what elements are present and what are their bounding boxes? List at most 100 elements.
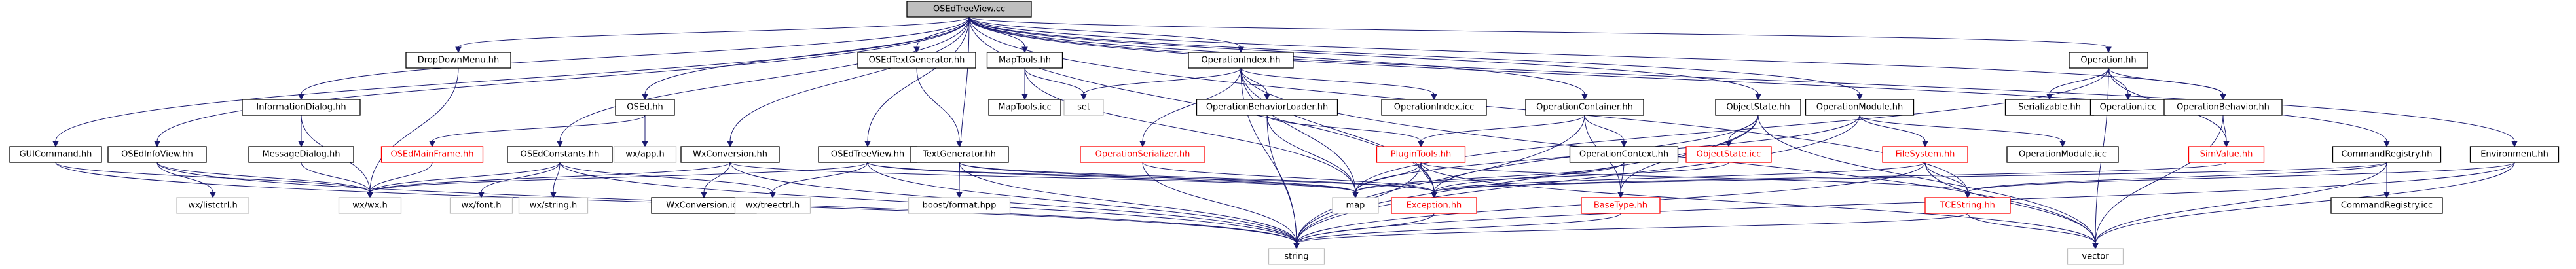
edge-line <box>1024 67 1084 95</box>
node-box <box>2006 146 2119 163</box>
edge-operationbehavior-to-simvalue <box>2222 115 2230 148</box>
node-label: OperationBehaviorLoader.hh <box>1206 103 1328 113</box>
node-tcestring[interactable]: TCEString.hh <box>1924 197 2011 214</box>
arrowhead <box>298 141 304 148</box>
edge-operationcontainer-to-operationcontext <box>1584 115 1627 148</box>
node-exception[interactable]: Exception.hh <box>1391 197 1477 214</box>
edge-line <box>1859 115 2063 142</box>
node-operationmoduleicc[interactable]: OperationModule.icc <box>2006 146 2119 163</box>
arrowhead <box>1856 94 1863 101</box>
node-set[interactable]: set <box>1063 99 1104 116</box>
edge-operationcontext-to-map <box>1352 162 1625 199</box>
edge-informationdialog-to-messagedialog <box>298 115 304 148</box>
node-operationcontainer[interactable]: OperationContainer.hh <box>1525 99 1644 116</box>
arrowhead <box>2059 141 2066 148</box>
node-box <box>1882 146 1968 163</box>
node-box <box>2004 99 2095 116</box>
edge-line <box>2108 67 2224 95</box>
edge-line <box>1296 115 1759 244</box>
node-filesystem[interactable]: FileSystem.hh <box>1882 146 1968 163</box>
node-commandregistry[interactable]: CommandRegistry.hh <box>2332 146 2442 163</box>
node-box <box>1805 99 1915 116</box>
node-serializable[interactable]: Serializable.hh <box>2004 99 2095 116</box>
node-label: OSEdMainFrame.hh <box>390 150 473 160</box>
arrowhead <box>2125 94 2131 101</box>
node-maptools[interactable]: MapTools.hh <box>986 52 1063 69</box>
node-environment[interactable]: Environment.hh <box>2469 146 2560 163</box>
node-label: wx/font.h <box>462 201 502 211</box>
arrowhead <box>2220 94 2226 101</box>
edge-line <box>301 162 371 193</box>
node-box <box>1715 99 1801 116</box>
node-osedtextgenerator[interactable]: OSEdTextGenerator.hh <box>857 52 976 69</box>
node-operation[interactable]: Operation.hh <box>2069 52 2148 69</box>
edge-root-to-dropdownmenu <box>455 16 970 54</box>
node-operationbehavior[interactable]: OperationBehavior.hh <box>2163 99 2283 116</box>
node-osedinfoview[interactable]: OSEdInfoView.hh <box>107 146 207 163</box>
node-wxtreectrl[interactable]: wx/treectrl.h <box>734 197 811 214</box>
edge-root-to-commandregistry <box>968 16 2390 148</box>
node-vector[interactable]: vector <box>2067 248 2124 265</box>
node-root[interactable]: OSEdTreeView.cc <box>906 1 1032 18</box>
node-osedtreeviewhh[interactable]: OSEdTreeView.hh <box>818 146 917 163</box>
arrowhead <box>367 192 373 199</box>
edge-line <box>1967 162 2515 193</box>
node-wxapp[interactable]: wx/app.h <box>613 146 677 163</box>
edge-line <box>703 162 731 193</box>
node-basetype[interactable]: BaseType.hh <box>1581 197 1661 214</box>
edge-root-to-osedtextgenerator <box>913 16 970 54</box>
node-dropdownmenu[interactable]: DropDownMenu.hh <box>405 52 511 69</box>
node-operationcontext[interactable]: OperationContext.hh <box>1569 146 1679 163</box>
node-wxstring[interactable]: wx/string.h <box>518 197 589 214</box>
edge-line <box>968 16 1759 95</box>
node-string[interactable]: string <box>1268 248 1325 265</box>
edge-maptools-to-set <box>1024 67 1087 101</box>
arrowhead <box>956 141 963 148</box>
edge-root-to-environment <box>968 16 2518 148</box>
node-operationbehaviorloader[interactable]: OperationBehaviorLoader.hh <box>1196 99 1338 116</box>
node-label: Operation.icc <box>2100 103 2157 113</box>
node-informationdialog[interactable]: InformationDialog.hh <box>242 99 361 116</box>
edge-commandregistry-to-tcestring <box>1964 162 2387 199</box>
node-wxlistctrl[interactable]: wx/listctrl.h <box>176 197 249 214</box>
node-operationmodule[interactable]: OperationModule.hh <box>1805 99 1915 116</box>
node-operationicc[interactable]: Operation.icc <box>2089 99 2167 116</box>
node-osedmainframe[interactable]: OSEdMainFrame.hh <box>380 146 484 163</box>
node-map[interactable]: map <box>1332 197 1379 214</box>
node-operationindexicc[interactable]: OperationIndex.icc <box>1381 99 1487 116</box>
edge-osedinfoview-to-wxlistctrl <box>156 162 216 199</box>
node-guicommand[interactable]: GUICommand.hh <box>9 146 102 163</box>
node-box <box>910 146 1009 163</box>
node-osedconstants[interactable]: OSEdConstants.hh <box>507 146 613 163</box>
edge-line <box>959 162 1297 244</box>
edge-line <box>1967 213 2096 244</box>
edge-line <box>156 162 371 193</box>
node-wxfont[interactable]: wx/font.h <box>449 197 513 214</box>
node-simvalue[interactable]: SimValue.hh <box>2188 146 2265 163</box>
edge-messagedialog-to-wxwx <box>301 162 373 199</box>
node-operationserializer[interactable]: OperationSerializer.hh <box>1080 146 1205 163</box>
edge-root-to-operationindex <box>968 16 1244 54</box>
node-boostformat[interactable]: boost/format.hpp <box>908 197 1011 214</box>
node-textgenerator[interactable]: TextGenerator.hh <box>910 146 1009 163</box>
node-operationindex[interactable]: OperationIndex.hh <box>1188 52 1294 69</box>
node-commandregistryicc[interactable]: CommandRegistry.icc <box>2330 197 2443 214</box>
node-objectstate[interactable]: ObjectState.hh <box>1715 99 1801 116</box>
node-plugintools[interactable]: PluginTools.hh <box>1376 146 1466 163</box>
edge-line <box>481 162 561 193</box>
node-label: OperationContext.hh <box>1579 150 1668 160</box>
node-wxconversion[interactable]: WxConversion.hh <box>680 146 780 163</box>
node-wxwx[interactable]: wx/wx.h <box>338 197 402 214</box>
node-box <box>2330 197 2443 214</box>
node-label: vector <box>2082 252 2109 262</box>
node-messagedialog[interactable]: MessageDialog.hh <box>248 146 354 163</box>
node-osed[interactable]: OSEd.hh <box>615 99 675 116</box>
node-box <box>1685 146 1772 163</box>
node-label: MapTools.hh <box>999 56 1051 65</box>
node-objectstateicc[interactable]: ObjectState.icc <box>1685 146 1772 163</box>
edge-root-to-osedconstants <box>557 16 970 148</box>
node-label: OperationBehavior.hh <box>2177 103 2270 113</box>
edge-line <box>1924 162 1968 193</box>
edge-line <box>1355 67 2109 193</box>
node-maptoolsicc[interactable]: MapTools.icc <box>988 99 1061 116</box>
